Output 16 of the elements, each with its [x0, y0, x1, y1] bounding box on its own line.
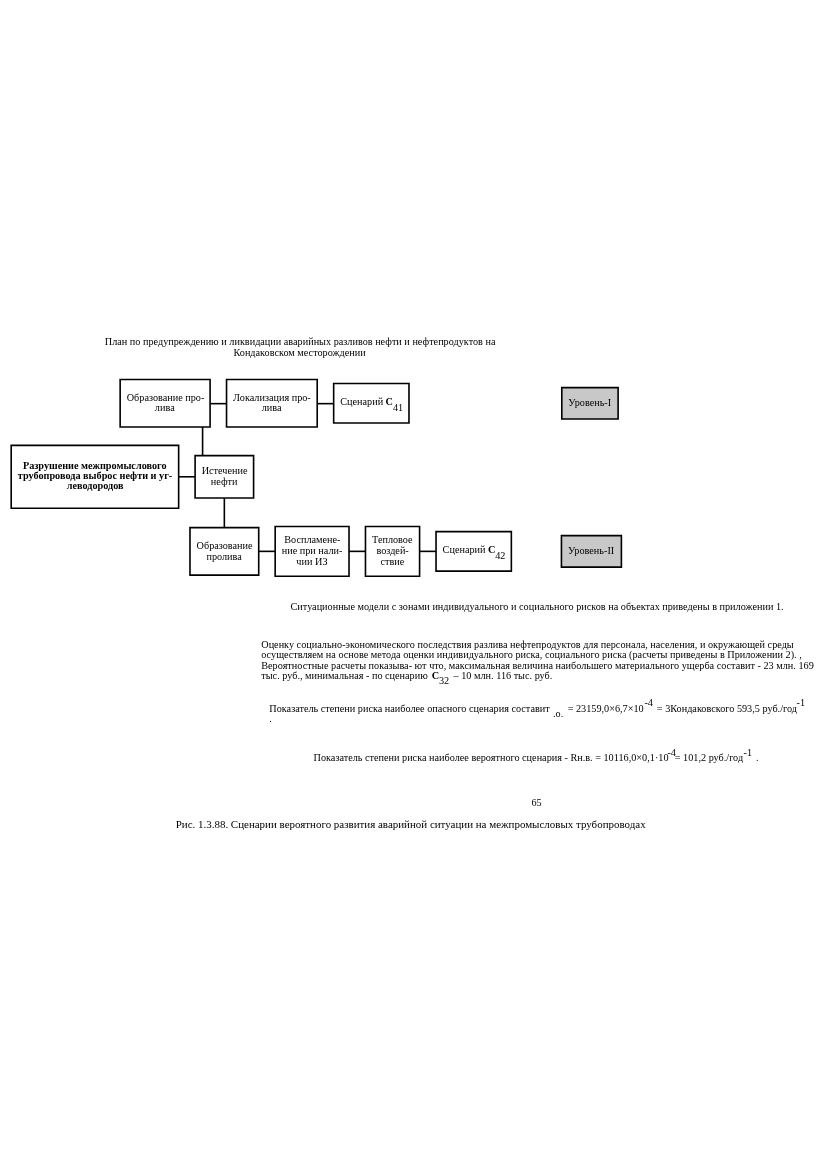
node-box: Образование про- лива [119, 378, 211, 428]
node-box: Образование пролива [189, 526, 260, 576]
label: План по предупреждению и ликвидации аварийных разливов нефти и нефтепродуктов на Кондаковском месторождении [104, 335, 496, 358]
label: 65 [531, 796, 542, 808]
node-box: Уровень-I [561, 386, 619, 420]
node-box: Истечение нефти [194, 454, 255, 499]
connector [201, 425, 204, 456]
label: Ситуационные модели с зонами индивидуального и социального рисков на объектах приведены в приложении 1. [290, 600, 784, 612]
node-box: Уровень-II [560, 534, 623, 568]
connector [177, 475, 196, 478]
node-box: Разрушение межпромыслового трубопровода выброс нефти и уг- леводородов [10, 444, 180, 509]
node-box: Тепловое воздей- ствие [364, 525, 421, 577]
connector [223, 496, 226, 528]
caption: Рис. 1.3.88. Сценарии вероятного развития аварийной ситуации на межпромысловых трубопроводах [175, 817, 646, 830]
node-box: Локализация про- лива [225, 378, 318, 428]
node-box: Воспламене- ние при нали- чии ИЗ [274, 525, 350, 577]
